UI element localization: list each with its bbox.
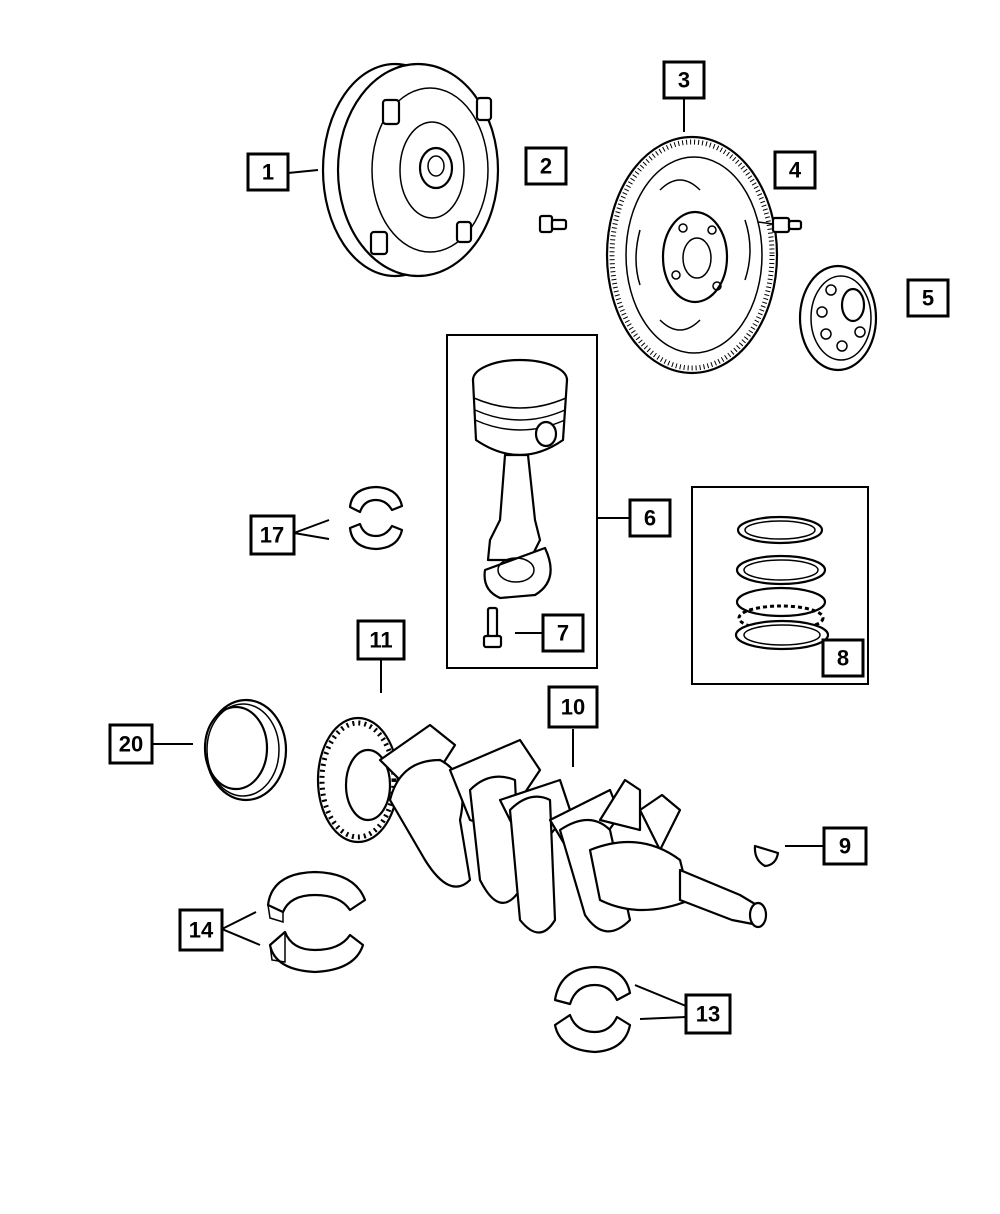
- callout-7-label: 7: [557, 621, 569, 646]
- callout-14-label: 14: [189, 918, 214, 943]
- callout-9-label: 9: [839, 834, 851, 859]
- callout-5: 5: [906, 278, 950, 318]
- thrust-bearing-illustration: [266, 870, 367, 974]
- callout-10: 10: [547, 685, 599, 729]
- flexplate-bolt-illustration: [757, 216, 803, 234]
- callout-6: 6: [628, 498, 672, 538]
- ring-set-group-box: [691, 486, 869, 685]
- callout-17-label: 17: [260, 523, 284, 548]
- callout-7: 7: [541, 613, 585, 653]
- callout-20: 20: [108, 723, 154, 765]
- piston-rod-group-box: [446, 334, 598, 669]
- callout-14: 14: [178, 908, 224, 952]
- callout-20-label: 20: [119, 732, 143, 757]
- spacer-plate-illustration: [798, 264, 878, 372]
- rear-seal-illustration: [203, 698, 288, 802]
- callout-9: 9: [822, 826, 868, 866]
- callout-4-label: 4: [789, 158, 802, 183]
- torque-converter-illustration: [321, 62, 500, 278]
- callout-2-label: 2: [540, 154, 552, 179]
- callout-10-label: 10: [561, 695, 585, 720]
- callout-2: 2: [524, 146, 568, 186]
- callout-5-label: 5: [922, 286, 934, 311]
- callout-3-label: 3: [678, 68, 690, 93]
- flexplate-illustration: [605, 135, 779, 375]
- callout-11: 11: [356, 619, 406, 661]
- callout-17: 17: [249, 514, 296, 556]
- callout-1: 1: [246, 152, 290, 192]
- callout-1-label: 1: [262, 160, 274, 185]
- callout-8: 8: [821, 638, 865, 678]
- callout-8-label: 8: [837, 646, 849, 671]
- callout-13-label: 13: [696, 1002, 720, 1027]
- callout-6-label: 6: [644, 506, 656, 531]
- callout-3: 3: [662, 60, 706, 100]
- callout-13: 13: [684, 993, 732, 1035]
- piston-rod-illustration: [471, 358, 569, 649]
- callout-4: 4: [773, 150, 817, 190]
- piston-rings-illustration: [734, 515, 830, 651]
- main-bearing-illustration: [553, 965, 632, 1054]
- bolt-illustration: [538, 214, 568, 234]
- crankshaft-illustration: [316, 716, 768, 934]
- woodruff-key-illustration: [753, 844, 780, 868]
- rod-bearing-illustration: [348, 485, 404, 551]
- callout-11-label: 11: [369, 628, 392, 653]
